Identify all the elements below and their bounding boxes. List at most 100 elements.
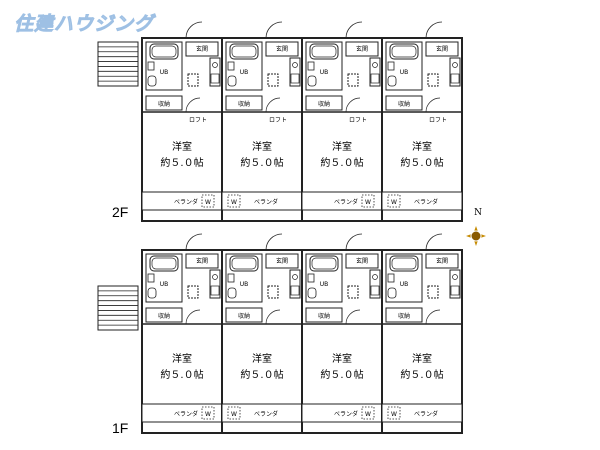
- f1-u2-veranda-label: ベランダ: [334, 410, 358, 418]
- f1-u2-washer-label: W: [365, 411, 371, 418]
- f0-u2-room-size: 約５.０帖: [320, 156, 363, 169]
- f1-u2-bathtub-inner: [311, 257, 337, 270]
- f0-u0-storage-label: 収納: [158, 100, 170, 108]
- f0-u2-fridge-space: [347, 73, 359, 87]
- f1-u0-sink-icon: [147, 273, 155, 283]
- f1-u3-fridge-space: [427, 285, 439, 299]
- f0-u2-bathtub-inner: [311, 45, 337, 58]
- f1-u3-washer-space: [387, 406, 401, 420]
- f0-u2-entrance-label: 玄関: [356, 45, 368, 53]
- f0-u1-kitchen-sink-icon: [290, 73, 300, 84]
- compass-icon: [466, 226, 486, 246]
- f0-u3-loft-label: ロフト: [429, 117, 447, 124]
- f1-u0-door-swing: [185, 309, 201, 325]
- f1-u3-entrance-label: 玄関: [436, 257, 448, 265]
- f1-u2-storage-closet: [305, 307, 343, 323]
- f0-u1-door-swing: [265, 97, 281, 113]
- f0-u2-loft-label: ロフト: [349, 117, 367, 124]
- f0-u0-room-name: 洋室: [172, 140, 192, 153]
- f0-u0-loft-label: ロフト: [189, 117, 207, 124]
- f0-u1-bath-label: UB: [240, 69, 249, 76]
- f1-u0-veranda-label: ベランダ: [174, 410, 198, 418]
- stairs-1f: [97, 285, 139, 331]
- f0-u1-toilet-icon: [227, 75, 237, 87]
- f0-u2-washer-space: [361, 194, 375, 208]
- f1-u2-entrance-label: 玄関: [356, 257, 368, 265]
- f0-u3-kitchen-counter: [449, 57, 461, 87]
- floor-label-2f: 2F: [112, 204, 129, 220]
- f0-u0-fridge-space: [187, 73, 199, 87]
- f0-u2-sink-icon: [307, 61, 315, 71]
- f1-u2-kitchen-counter: [369, 269, 381, 299]
- f1-u0-storage-label: 収納: [158, 312, 170, 320]
- f0-u2-room-name: 洋室: [332, 140, 352, 153]
- f1-u2-door-swing: [345, 309, 361, 325]
- f0-u1-bathtub-inner: [231, 45, 257, 58]
- f0-u3-front-door-swing: [425, 21, 443, 39]
- f0-u0-sink-icon: [147, 61, 155, 71]
- f1-u3-door-swing: [425, 309, 441, 325]
- f0-u1-entrance-area: [265, 41, 299, 57]
- stairs-2f: [97, 41, 139, 87]
- f0-u3-storage-closet: [385, 95, 423, 111]
- f1-u1-fridge-space: [267, 285, 279, 299]
- f1-u3-bath-label: UB: [400, 281, 409, 288]
- f0-u2-toilet-icon: [307, 75, 317, 87]
- f1-u1-front-door-swing: [265, 233, 283, 251]
- f1-u0-bathtub-inner: [151, 257, 177, 270]
- f1-u1-storage-closet: [225, 307, 263, 323]
- f1-u1-sink-icon: [227, 273, 235, 283]
- f0-u1-washer-label: W: [231, 199, 237, 206]
- f0-u3-room-size: 約５.０帖: [400, 156, 443, 169]
- f0-u2-kitchen-counter: [369, 57, 381, 87]
- f1-u0-bath-label: UB: [160, 281, 169, 288]
- f1-u3-stove-icon: [452, 274, 458, 280]
- f1-u1-stove-icon: [292, 274, 298, 280]
- f0-u2-front-door-swing: [345, 21, 363, 39]
- f1-u3-storage-closet: [385, 307, 423, 323]
- f0-u3-entrance-label: 玄関: [436, 45, 448, 53]
- f1-u1-washer-label: W: [231, 411, 237, 418]
- f0-u1-loft-label: ロフト: [269, 117, 287, 124]
- f1-u3-veranda: [381, 403, 463, 423]
- f1-u0-front-door-swing: [185, 233, 203, 251]
- f0-u0-bathtub-inner: [151, 45, 177, 58]
- f1-u1-veranda-label: ベランダ: [254, 410, 278, 418]
- f0-u0-washer-space: [201, 194, 215, 208]
- f1-u3-room-name: 洋室: [412, 352, 432, 365]
- f1-u2-washer-space: [361, 406, 375, 420]
- f0-u0-room-size: 約５.０帖: [160, 156, 203, 169]
- f1-u3-bathtub-inner: [391, 257, 417, 270]
- f1-u2-entrance-area: [345, 253, 379, 269]
- f1-u3-kitchen-counter: [449, 269, 461, 299]
- f1-u2-kitchen-sink-icon: [370, 285, 380, 296]
- f0-u1-room-size: 約５.０帖: [240, 156, 283, 169]
- f1-u1-room-name: 洋室: [252, 352, 272, 365]
- f1-u2-storage-label: 収納: [318, 312, 330, 320]
- f0-u3-door-swing: [425, 97, 441, 113]
- f0-u2-bath-label: UB: [320, 69, 329, 76]
- compass-north-label: N: [474, 208, 482, 218]
- f1-u0-stove-icon: [212, 274, 218, 280]
- f1-u1-toilet-icon: [227, 287, 237, 299]
- f0-u3-veranda: [381, 191, 463, 211]
- f1-u2-stove-icon: [372, 274, 378, 280]
- f0-u3-fridge-space: [427, 73, 439, 87]
- f1-u1-bathtub-inner: [231, 257, 257, 270]
- f1-u2-fridge-space: [347, 285, 359, 299]
- f0-u2-door-swing: [345, 97, 361, 113]
- f0-u0-kitchen-sink-icon: [210, 73, 220, 84]
- f0-u3-entrance-area: [425, 41, 459, 57]
- f1-u0-washer-label: W: [205, 411, 211, 418]
- f0-u0-entrance-label: 玄関: [196, 45, 208, 53]
- f1-u2-toilet-icon: [307, 287, 317, 299]
- f0-u3-bath-label: UB: [400, 69, 409, 76]
- f0-u1-front-door-swing: [265, 21, 283, 39]
- f0-u0-door-swing: [185, 97, 201, 113]
- f1-u0-kitchen-counter: [209, 269, 221, 299]
- f0-u3-washer-label: W: [391, 199, 397, 206]
- f0-u0-veranda-label: ベランダ: [174, 198, 198, 206]
- f1-u0-washer-space: [201, 406, 215, 420]
- f1-u3-storage-label: 収納: [398, 312, 410, 320]
